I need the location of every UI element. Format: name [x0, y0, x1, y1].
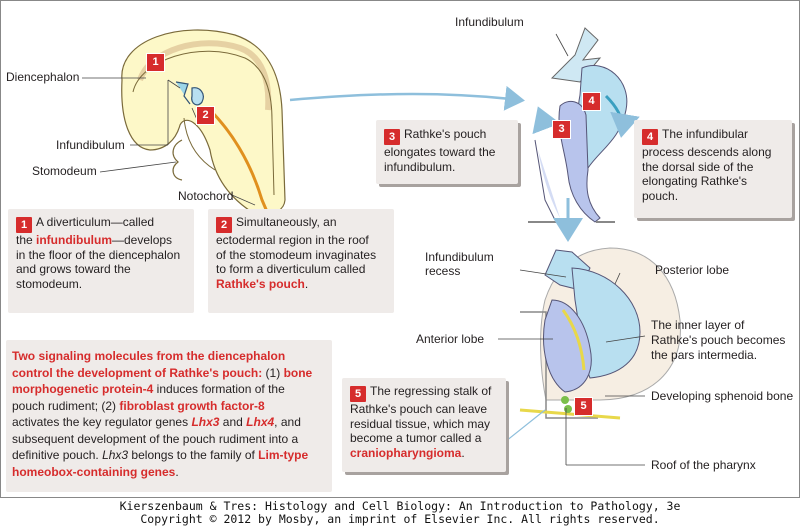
- elongation-stage-drawing: [528, 27, 640, 223]
- label-infundibulum-left: Infundibulum: [56, 138, 125, 152]
- rathke-pouch-bud: [191, 87, 204, 106]
- caption-badge-3: 3: [384, 129, 400, 145]
- stage-arrow-1: [289, 85, 525, 111]
- label-posterior-lobe: Posterior lobe: [655, 263, 730, 277]
- figure-badge-4: 4: [582, 92, 601, 111]
- figure-badge-1: 1: [146, 53, 165, 72]
- figure-badge-2: 2: [196, 106, 215, 125]
- caption-badge-5: 5: [350, 386, 366, 402]
- term-infundibulum: infundibulum: [36, 233, 112, 247]
- label-developing-sphenoid: Developing sphenoid bone: [651, 389, 794, 403]
- copyright-credit: Kierszenbaum & Tres: Histology and Cell …: [119, 499, 681, 526]
- caption-badge-2: 2: [216, 217, 232, 233]
- figure-badge-3: 3: [552, 120, 571, 139]
- embryo-head-section: [82, 29, 286, 215]
- label-anterior-lobe: Anterior lobe: [416, 332, 485, 346]
- notochord-line: [208, 108, 270, 215]
- label-infundibulum-top: Infundibulum: [455, 15, 524, 29]
- label-infundibulum-recess: Infundibulum recess: [425, 250, 494, 278]
- mature-pituitary-drawing: [475, 247, 681, 466]
- label-diencephalon: Diencephalon: [6, 70, 80, 84]
- label-notochord: Notochord: [178, 189, 234, 203]
- figure-badge-5: 5: [574, 397, 593, 416]
- term-rathkes-pouch: Rathke's pouch: [216, 276, 305, 291]
- caption-badge-4: 4: [642, 129, 658, 145]
- label-stomodeum: Stomodeum: [32, 164, 97, 178]
- signaling-molecules-box: Two signaling molecules from the diencep…: [6, 340, 332, 492]
- label-roof-pharynx: Roof of the pharynx: [651, 458, 756, 472]
- caption-badge-1: 1: [16, 217, 32, 233]
- label-inner-layer: The inner layer of Rathke's pouch become…: [651, 318, 786, 362]
- term-craniopharyngioma: craniopharyngioma: [350, 445, 462, 460]
